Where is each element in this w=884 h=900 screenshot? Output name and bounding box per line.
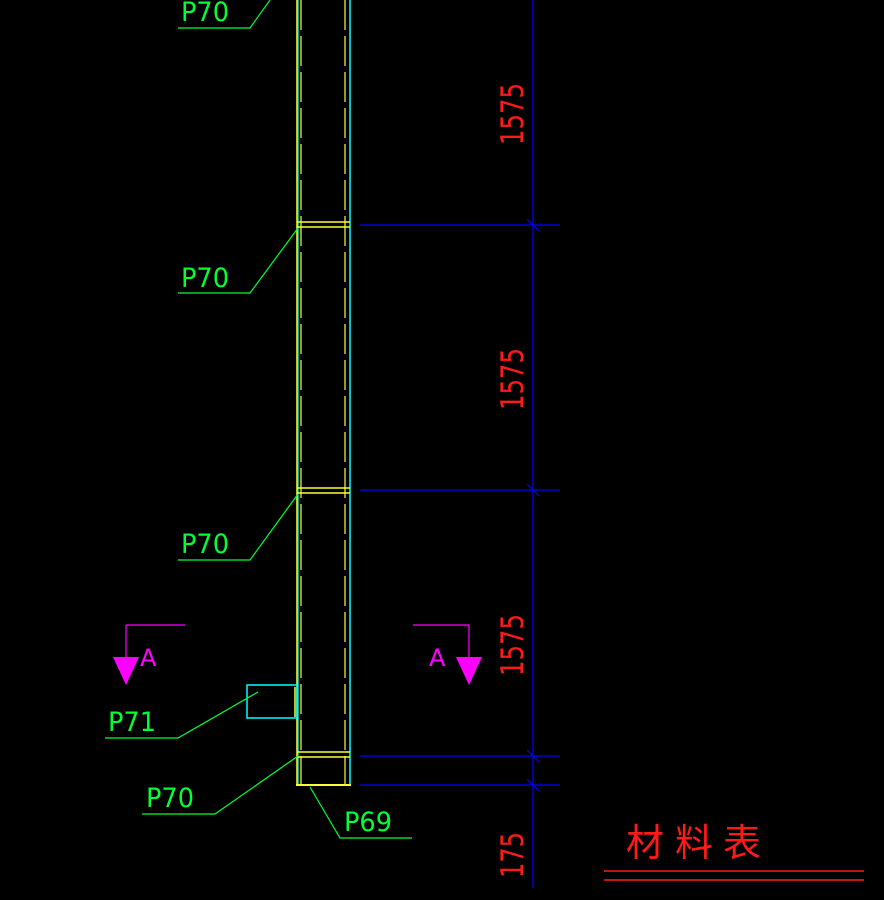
- section-cut-marker-left: A: [113, 624, 185, 685]
- leader-line: [178, 0, 271, 29]
- section-cut-marker-right: A: [413, 624, 482, 685]
- dimension-values: 1575 1575 1575 175: [495, 83, 531, 878]
- dimension-tick: [526, 483, 540, 497]
- title-char: 料: [675, 821, 713, 865]
- dimension-text: 1575: [495, 614, 531, 676]
- part-leaders: [105, 0, 412, 839]
- dimension-chain: [360, 0, 560, 888]
- section-arrow-icon: [113, 657, 139, 685]
- section-arrow-icon: [456, 657, 482, 685]
- leader-line: [178, 227, 299, 294]
- part-labels: P70 P70 P70 P71 P70 P69: [108, 0, 392, 838]
- dimension-text: 1575: [495, 83, 531, 145]
- leader-line: [178, 493, 299, 561]
- dimension-tick: [526, 749, 540, 763]
- section-label: A: [429, 644, 446, 672]
- column-elevation: [246, 0, 351, 786]
- part-label-p70-upper: P70: [181, 263, 229, 294]
- part-label-p70-bottom: P70: [146, 783, 194, 814]
- stiffener-plate: [297, 221, 350, 228]
- bracket-plate: [246, 684, 298, 719]
- part-label-p71: P71: [108, 707, 156, 738]
- section-label: A: [140, 644, 157, 672]
- dimension-text: 1575: [495, 348, 531, 410]
- dimension-tick: [526, 778, 540, 792]
- title-char: 表: [723, 821, 761, 865]
- part-label-p69: P69: [344, 807, 392, 838]
- stiffener-plate: [297, 751, 350, 758]
- dimension-tick: [526, 218, 540, 232]
- leader-line: [142, 755, 299, 815]
- part-label-p70-top: P70: [181, 0, 229, 28]
- material-table-title: 材 料 表: [604, 821, 864, 881]
- stiffener-plate: [297, 487, 350, 494]
- dimension-text: 175: [495, 832, 531, 878]
- leader-line: [105, 691, 259, 739]
- leader-line: [309, 786, 412, 839]
- part-label-p70-mid: P70: [181, 529, 229, 560]
- title-char: 材: [626, 821, 664, 865]
